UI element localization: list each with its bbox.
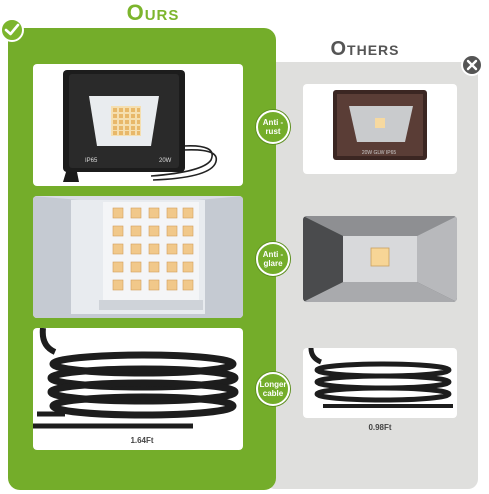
feature-badge-anti-rust: Anti -rust [256, 110, 290, 144]
others-floodlight-image: 20W GLW IP65 [303, 84, 457, 174]
feature-label: Anti -glare [262, 250, 284, 268]
check-icon [0, 18, 24, 42]
others-light-label: 20W GLW IP65 [362, 150, 397, 156]
feature-badge-longer-cable: Longer cable [256, 372, 290, 406]
ip-rating-label: IP65 [85, 158, 98, 164]
others-title: Others [330, 38, 400, 60]
led-grid [111, 106, 141, 136]
others-led-closeup-image [303, 216, 457, 302]
ours-led-closeup-image [33, 196, 243, 318]
ours-title: Ours [126, 0, 180, 25]
ours-cable-length: 1.64Ft [130, 436, 154, 445]
others-cable-image [303, 348, 457, 418]
feature-badge-anti-glare: Anti -glare [256, 242, 290, 276]
feature-label: Longer cable [259, 380, 287, 398]
close-icon [461, 54, 483, 76]
ours-cable-image [33, 328, 243, 450]
ours-floodlight-image: IP65 20W [33, 64, 243, 186]
feature-label: Anti -rust [262, 118, 284, 136]
wattage-label: 20W [159, 158, 172, 164]
others-cable-length: 0.98Ft [368, 423, 392, 432]
